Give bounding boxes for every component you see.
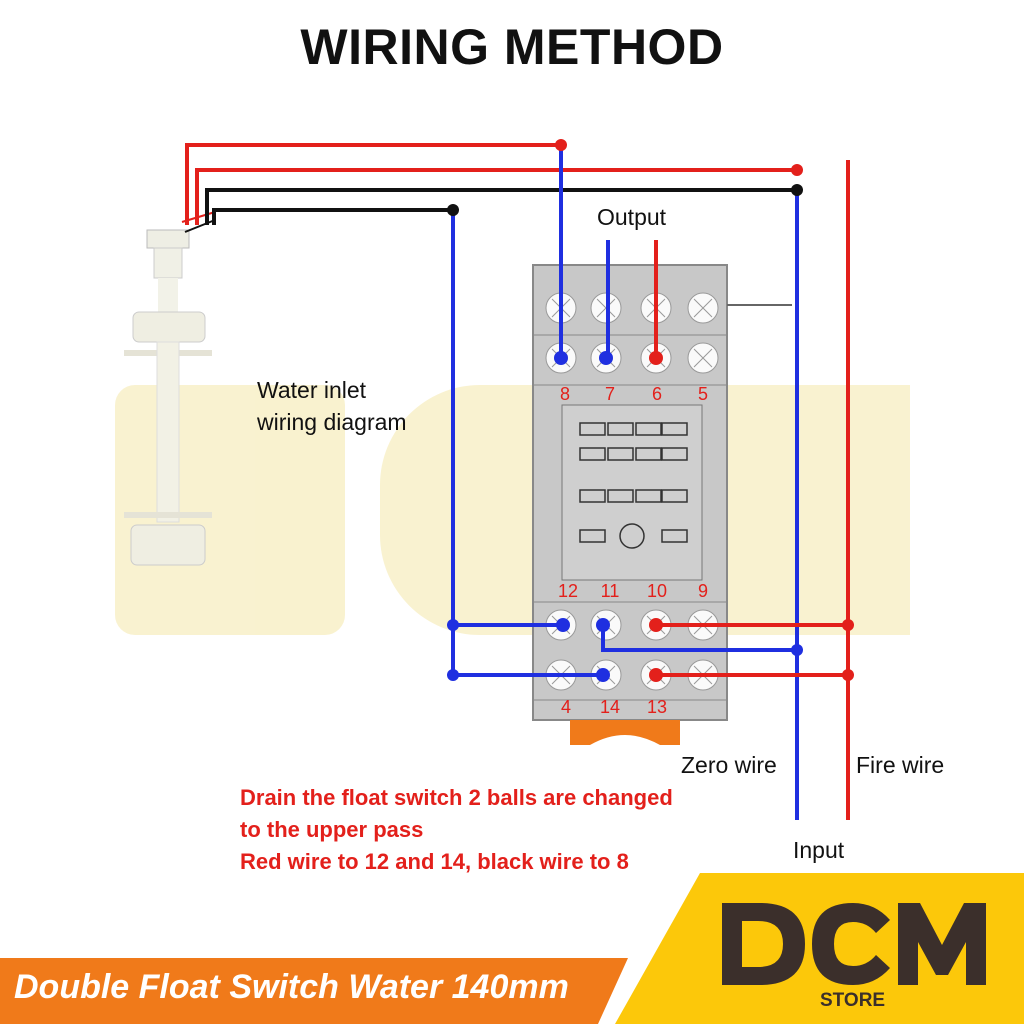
instruction-line: to the upper pass — [240, 817, 424, 842]
screw-slot — [693, 298, 713, 318]
wires — [185, 143, 850, 820]
wire-junctions — [447, 139, 854, 682]
water-inlet-label-line2: wiring diagram — [257, 409, 407, 435]
instruction-line: Drain the float switch 2 balls are chang… — [240, 785, 673, 810]
terminal-label: 6 — [652, 384, 662, 404]
output-label: Output — [597, 204, 667, 230]
terminal-label: 4 — [561, 697, 571, 717]
terminal-label: 8 — [560, 384, 570, 404]
water-inlet-label-line1: Water inlet — [257, 377, 367, 403]
terminal-label: 11 — [601, 581, 620, 601]
relay-clip — [570, 720, 680, 745]
float-switch — [124, 211, 216, 566]
screw-slot — [693, 348, 713, 368]
terminal-label: 10 — [647, 581, 667, 601]
terminal-label: 9 — [698, 581, 708, 601]
terminal-label: 7 — [605, 384, 615, 404]
page-title: WIRING METHOD — [300, 19, 724, 75]
terminal-label: 13 — [647, 697, 667, 717]
zero-wire-label: Zero wire — [681, 752, 777, 778]
product-name: Double Float Switch Water 140mm — [14, 968, 569, 1006]
product-banner — [0, 958, 628, 1024]
terminal-label: 12 — [558, 581, 578, 601]
relay-socket — [532, 264, 792, 745]
fire-wire-label: Fire wire — [856, 752, 945, 778]
dcm-logo — [722, 903, 986, 985]
terminal-label: 5 — [698, 384, 708, 404]
terminal-label: 14 — [600, 697, 620, 717]
instruction-line: Red wire to 12 and 14, black wire to 8 — [240, 849, 629, 874]
input-label: Input — [793, 837, 845, 863]
dcm-watermark — [115, 385, 910, 635]
logo-store-text: STORE — [820, 990, 886, 1011]
